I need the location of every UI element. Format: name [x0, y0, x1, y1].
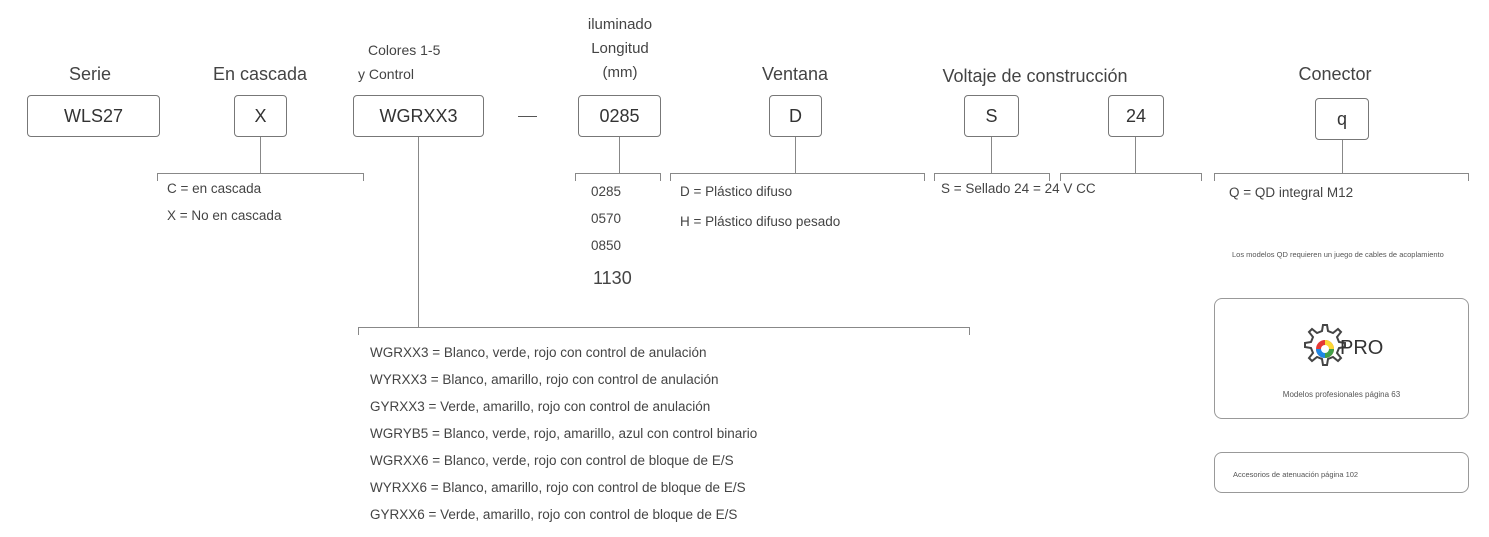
line-cascada — [260, 137, 261, 173]
header-longitud-line3: (mm) — [602, 64, 638, 81]
color-option-wgrxx3: WGRXX3 = Blanco, verde, rojo con control… — [370, 345, 707, 360]
color-option-wgryb5: WGRYB5 = Blanco, verde, rojo, amarillo, … — [370, 426, 758, 441]
header-serie: Serie — [68, 64, 112, 84]
line-colores — [418, 137, 419, 327]
gear-pro-icon — [1295, 319, 1351, 375]
cascada-option-x: X = No en cascada — [167, 208, 282, 223]
line-voltaje — [1135, 137, 1136, 173]
cascada-option-c: C = en cascada — [167, 181, 262, 196]
color-option-wyrxx6: WYRXX6 = Blanco, amarillo, rojo con cont… — [370, 480, 746, 495]
bracket-longitud — [575, 173, 661, 181]
line-longitud — [619, 137, 620, 173]
box-construccion: S — [964, 95, 1019, 137]
ventana-option-h: H = Plástico difuso pesado — [680, 214, 841, 229]
box-longitud: 0285 — [578, 95, 661, 137]
bracket-construccion — [934, 173, 1050, 181]
longitud-option-0850: 0850 — [591, 238, 622, 253]
box-conector: q — [1315, 98, 1369, 140]
header-longitud: iluminado Longitud (mm) — [570, 13, 670, 85]
box-voltaje: 24 — [1108, 95, 1164, 137]
header-voltaje: Voltaje de construcción — [942, 66, 1128, 86]
separator-dash — [518, 116, 537, 117]
box-serie: WLS27 — [27, 95, 160, 137]
color-option-gyrxx3: GYRXX3 = Verde, amarillo, rojo con contr… — [370, 399, 711, 414]
line-conector — [1342, 140, 1343, 173]
header-conector: Conector — [1298, 64, 1372, 84]
pro-logo-text: PRO — [1340, 337, 1384, 359]
ventana-option-d: D = Plástico difuso — [680, 184, 793, 199]
box-cascada: X — [234, 95, 287, 137]
header-colores-line1: Colores 1-5 — [368, 42, 441, 58]
bracket-colores — [358, 327, 970, 335]
construccion-voltaje-option: S = Sellado 24 = 24 V CC — [941, 181, 1096, 196]
accessories-card-caption: Accesorios de atenuación página 102 — [1233, 470, 1359, 479]
pro-models-card[interactable]: PRO Modelos profesionales página 63 — [1214, 298, 1469, 419]
header-colores: Colores 1-5 y Control — [358, 38, 440, 86]
color-option-wgrxx6: WGRXX6 = Blanco, verde, rojo con control… — [370, 453, 734, 468]
longitud-option-0570: 0570 — [591, 211, 622, 226]
color-option-wyrxx3: WYRXX3 = Blanco, amarillo, rojo con cont… — [370, 372, 719, 387]
header-cascada: En cascada — [212, 64, 308, 84]
header-longitud-line2: Longitud — [591, 40, 649, 57]
box-ventana: D — [769, 95, 822, 137]
conector-note: Los modelos QD requieren un juego de cab… — [1232, 250, 1444, 259]
longitud-option-0285: 0285 — [591, 184, 622, 199]
pro-card-caption: Modelos profesionales página 63 — [1282, 390, 1401, 399]
bracket-voltaje — [1060, 173, 1202, 181]
line-construccion — [991, 137, 992, 173]
accessories-card[interactable]: Accesorios de atenuación página 102 — [1214, 452, 1469, 493]
header-colores-line2: y Control — [358, 66, 415, 82]
bracket-ventana — [670, 173, 925, 181]
header-longitud-line1: iluminado — [587, 16, 653, 33]
box-colores: WGRXX3 — [353, 95, 484, 137]
bracket-cascada — [157, 173, 364, 181]
color-option-gyrxx6: GYRXX6 = Verde, amarillo, rojo con contr… — [370, 507, 738, 522]
header-ventana: Ventana — [761, 64, 829, 84]
line-ventana — [795, 137, 796, 173]
conector-option-q: Q = QD integral M12 — [1229, 185, 1354, 200]
bracket-conector — [1214, 173, 1469, 181]
longitud-option-1130: 1130 — [593, 268, 632, 288]
